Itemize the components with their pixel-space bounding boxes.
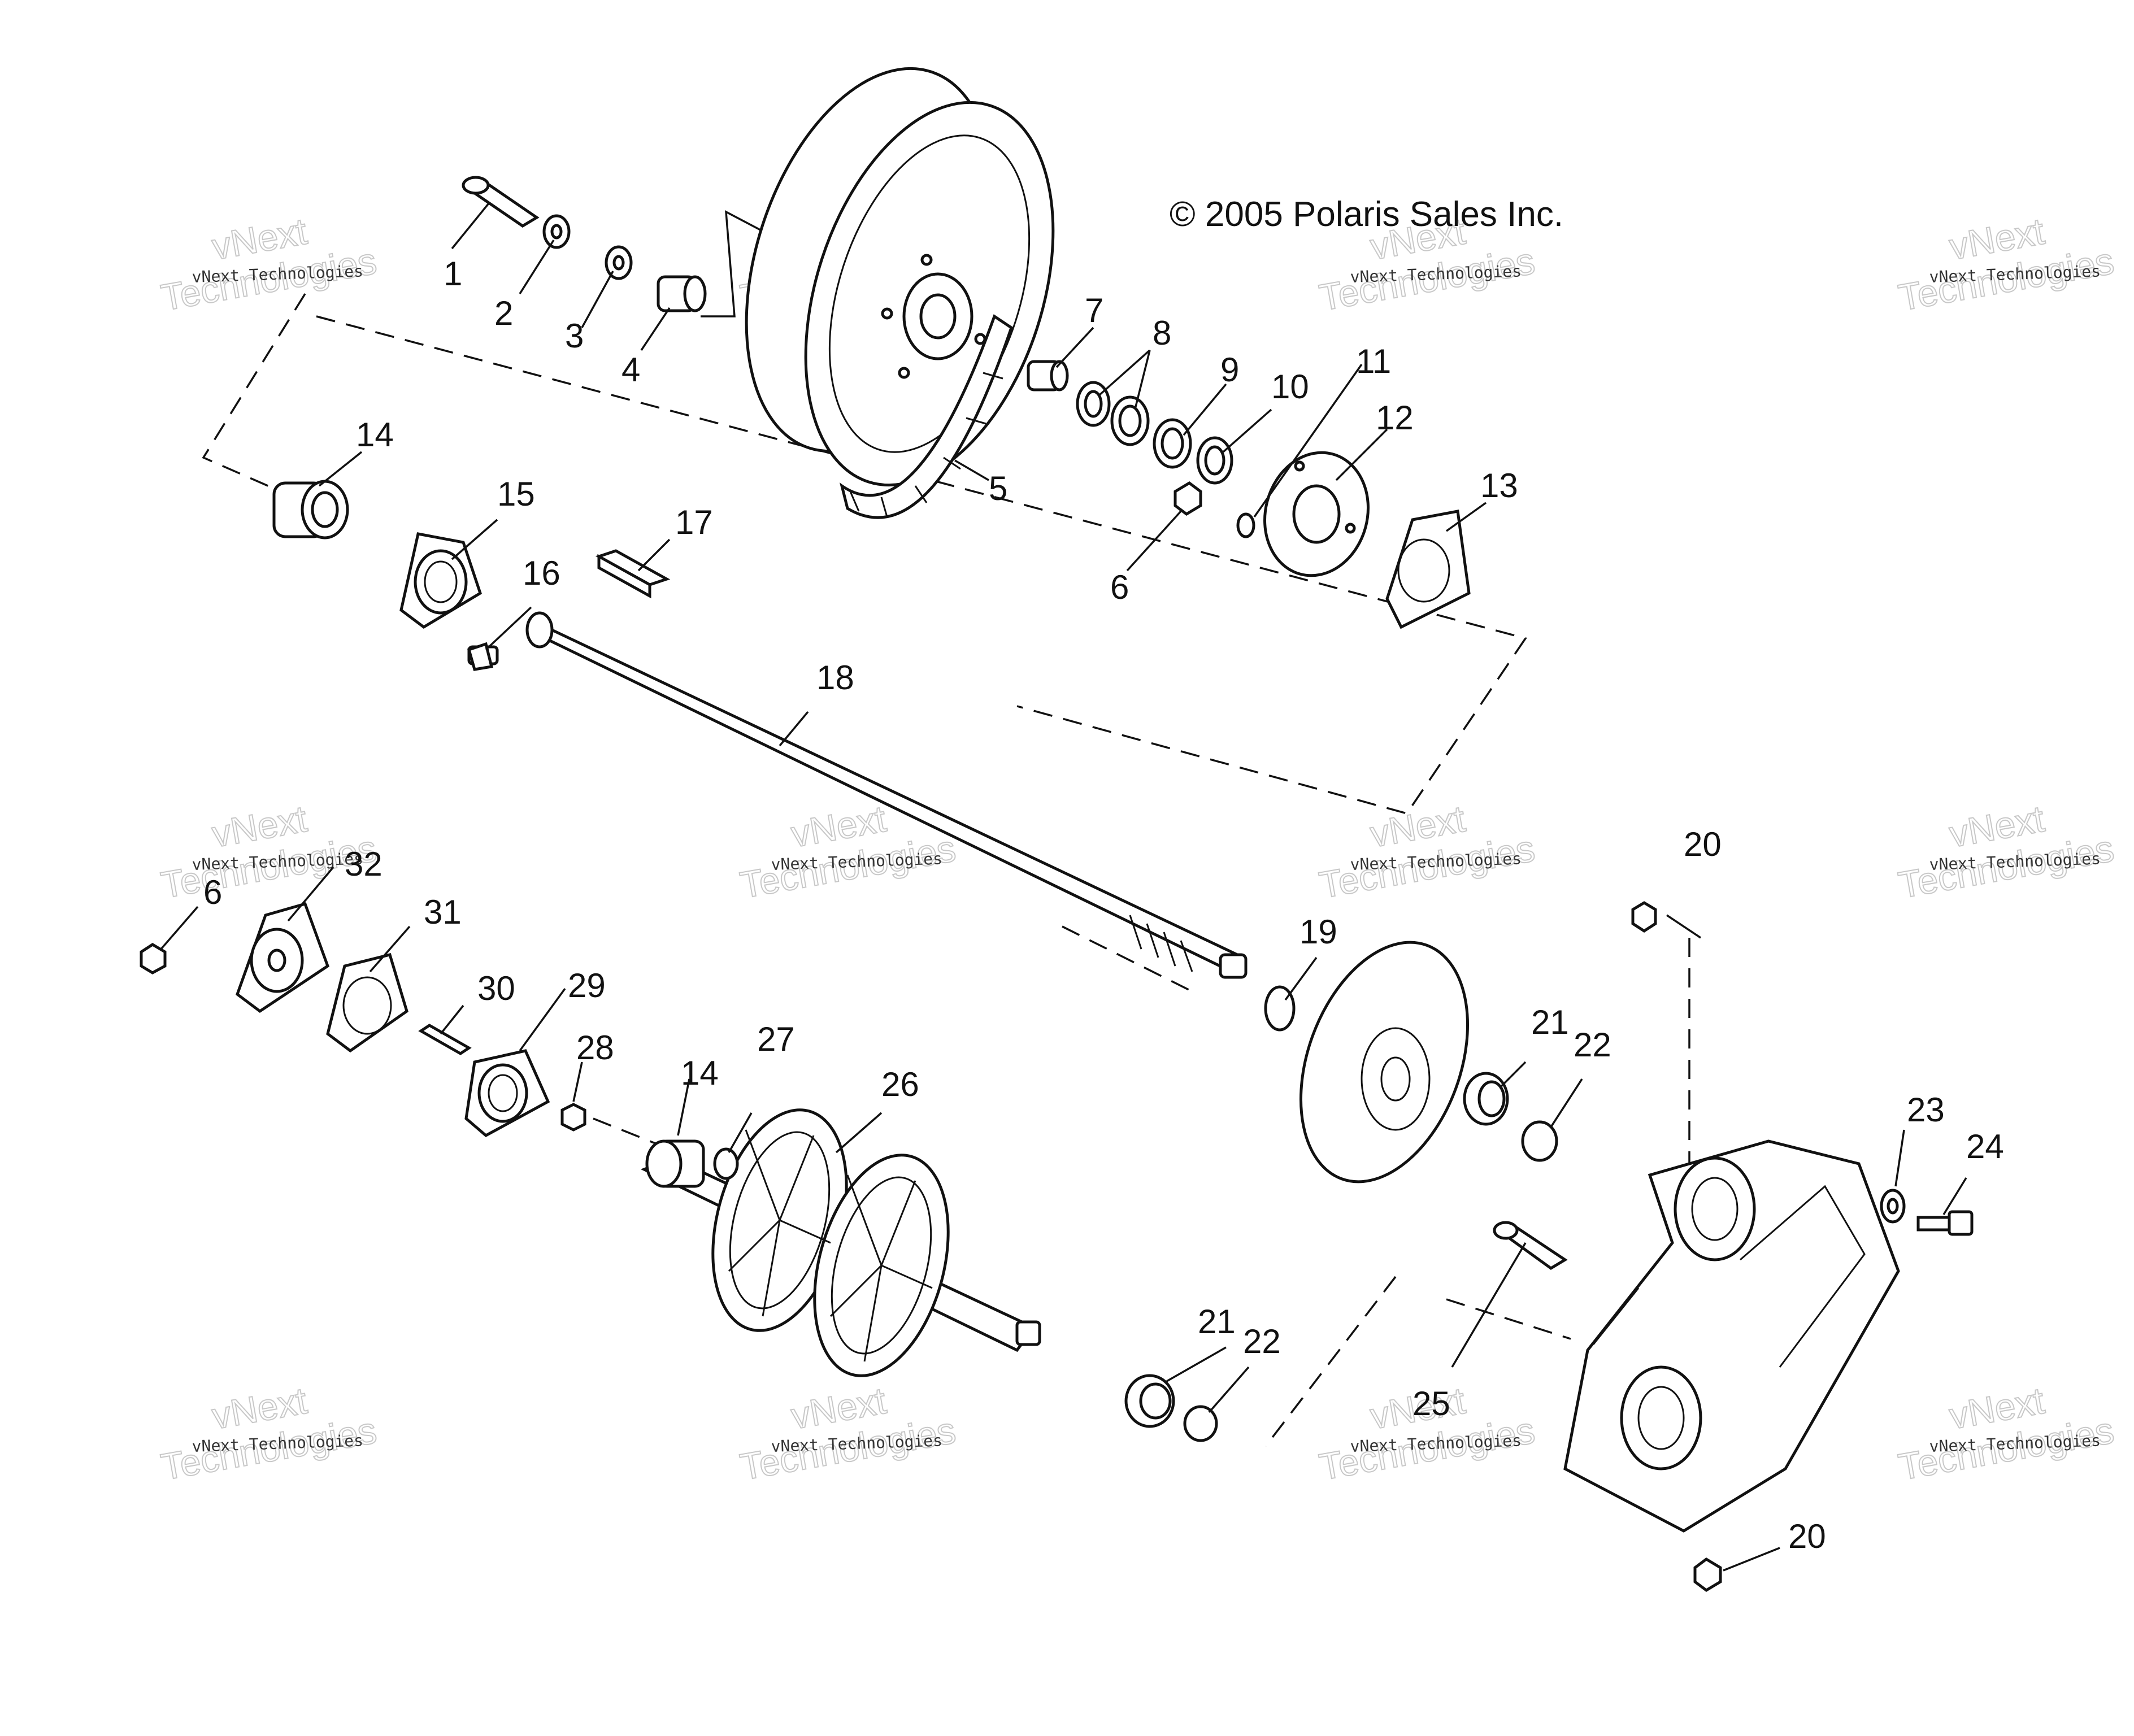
callout-17: 17 <box>675 503 713 541</box>
oring-part-22-bottom <box>1183 1405 1218 1442</box>
nut-part-6-top <box>1174 481 1202 516</box>
callout-9: 9 <box>1220 351 1239 389</box>
flange-part-15 <box>399 532 483 629</box>
callout-7: 7 <box>1085 291 1103 329</box>
ring-part-9 <box>1153 418 1192 469</box>
callout-29: 29 <box>568 967 606 1004</box>
callout-26: 26 <box>881 1065 919 1103</box>
bearing-part-14-top <box>272 480 349 539</box>
drive-sprocket-part-26 <box>640 1108 1041 1377</box>
callout-20-bottom: 20 <box>1788 1517 1826 1555</box>
flange-part-29 <box>464 1049 550 1138</box>
callout-11: 11 <box>1356 342 1391 380</box>
nut-part-20-top <box>1631 901 1657 933</box>
callout-6-top: 6 <box>1110 568 1129 606</box>
nut-part-20-bottom <box>1693 1557 1722 1593</box>
bushing-part-4 <box>657 275 707 312</box>
ring-part-10 <box>1196 436 1233 485</box>
callout-8: 8 <box>1153 314 1171 352</box>
bolt-part-1 <box>462 176 540 228</box>
bolt-part-25 <box>1493 1221 1568 1270</box>
copyright-text: © 2005 Polaris Sales Inc. <box>1170 195 1563 234</box>
bolt-part-24 <box>1916 1210 1974 1236</box>
gasket-part-31 <box>326 952 408 1053</box>
callout-28: 28 <box>576 1029 614 1067</box>
ring-part-8 <box>1076 381 1150 446</box>
callout-30: 30 <box>477 969 515 1007</box>
callout-23: 23 <box>1907 1091 1945 1129</box>
callout-4: 4 <box>621 351 640 389</box>
callout-10: 10 <box>1271 368 1309 406</box>
chaincase-housing <box>1563 1139 1900 1533</box>
callout-21-bottom: 21 <box>1198 1303 1236 1341</box>
sprocket-part-5 <box>745 67 1055 519</box>
callout-5: 5 <box>989 469 1007 507</box>
pin-part-30 <box>418 1024 472 1055</box>
flange-part-13 <box>1385 510 1471 629</box>
callout-25: 25 <box>1412 1385 1450 1422</box>
nut-part-28 <box>560 1103 586 1132</box>
callout-19: 19 <box>1299 913 1337 951</box>
key-part-17 <box>595 549 671 599</box>
callout-21-top: 21 <box>1531 1003 1569 1041</box>
callout-1: 1 <box>444 255 462 293</box>
nut-part-6-bottom <box>140 943 167 974</box>
leader-lines <box>160 202 1967 1572</box>
callout-labels: 1 2 3 4 5 6 7 8 9 10 11 12 13 14 15 16 1… <box>203 255 2004 1555</box>
callout-13: 13 <box>1480 467 1518 504</box>
seal-part-21-top <box>1463 1072 1509 1126</box>
bolt-part-16 <box>467 642 499 671</box>
plate-part-12 <box>1263 451 1370 577</box>
callout-20-top: 20 <box>1684 825 1722 863</box>
callout-14-bottom: 14 <box>681 1054 719 1092</box>
callout-22-bottom: 22 <box>1243 1322 1281 1360</box>
callout-2: 2 <box>494 294 513 332</box>
callout-6-bottom: 6 <box>203 873 222 911</box>
bushing-part-7 <box>1027 360 1069 391</box>
top-assembly <box>272 67 1471 979</box>
cap-part-32 <box>236 902 330 1013</box>
callout-27: 27 <box>757 1020 795 1058</box>
oring-part-22-top <box>1521 1120 1558 1162</box>
callout-31: 31 <box>424 893 462 931</box>
callout-15: 15 <box>497 475 535 513</box>
copyright-notice: © 2005 Polaris Sales Inc. <box>1170 195 1563 234</box>
callout-18: 18 <box>816 659 854 697</box>
callout-14-top: 14 <box>356 416 394 454</box>
lower-assembly <box>140 901 1974 1593</box>
washer-part-2 <box>542 214 571 249</box>
callout-22-top: 22 <box>1574 1026 1611 1064</box>
bearing-part-14-bottom <box>645 1139 705 1188</box>
seal-part-21-bottom <box>1124 1374 1175 1428</box>
callout-24: 24 <box>1966 1128 2004 1165</box>
callout-16: 16 <box>523 554 560 592</box>
part-27 <box>713 1147 739 1180</box>
washer-part-23 <box>1880 1189 1906 1224</box>
callout-32: 32 <box>345 845 383 883</box>
callout-3: 3 <box>565 317 584 355</box>
washer-part-3 <box>605 245 633 280</box>
callout-12: 12 <box>1376 399 1414 437</box>
brake-disc <box>1299 941 1469 1184</box>
washer-part-11 <box>1236 512 1255 538</box>
shaft-part-18 <box>525 611 1248 979</box>
